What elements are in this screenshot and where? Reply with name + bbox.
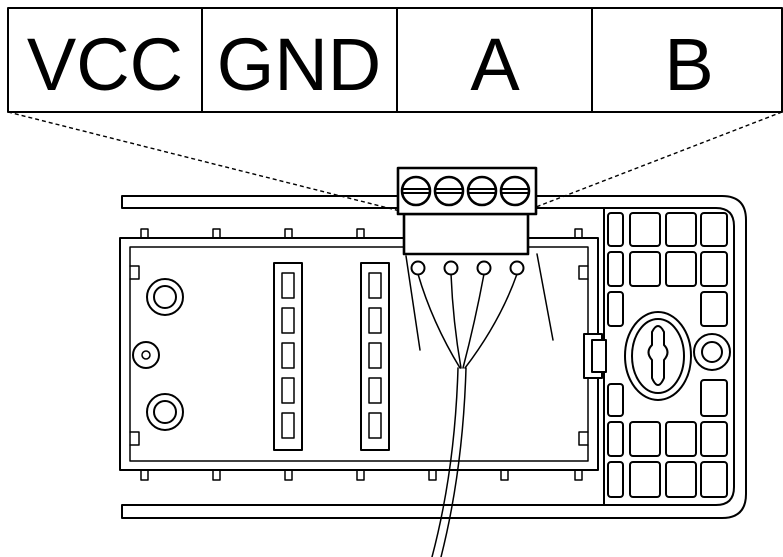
housing-tab-bottom — [140, 469, 149, 481]
grid-cell — [629, 461, 661, 498]
device-enclosure — [119, 195, 747, 519]
housing-notch — [578, 431, 589, 446]
dashed-leader-left — [7, 111, 401, 212]
strip-slot — [281, 307, 295, 334]
mounting-boss-middle — [132, 341, 160, 369]
strip-slot — [368, 377, 382, 404]
label-bar-frame — [7, 7, 783, 113]
housing-tab-bottom — [428, 469, 437, 481]
grid-cell — [607, 421, 624, 457]
keyhole-ring-outer — [624, 311, 692, 401]
strip-slot — [281, 412, 295, 439]
cable-edge — [440, 367, 467, 557]
hanging-hole-ring — [693, 333, 731, 371]
screw-head — [433, 175, 465, 207]
housing-tab-top — [574, 228, 583, 239]
screw-head — [499, 175, 531, 207]
grid-cell — [700, 461, 728, 498]
wire-gnd — [450, 273, 462, 369]
hanging-hole — [701, 341, 723, 363]
strip-slot — [281, 377, 295, 404]
grid-cell — [665, 461, 697, 498]
wire-entry-hole — [509, 260, 525, 276]
grid-cell — [700, 212, 728, 247]
grid-cell — [665, 421, 697, 457]
strip-slot — [368, 307, 382, 334]
strip-slot — [368, 272, 382, 299]
wiring — [405, 253, 554, 557]
grid-cell — [700, 291, 728, 327]
side-connector-inner — [591, 339, 607, 373]
main-housing — [119, 237, 599, 471]
mounting-boss-top — [146, 278, 184, 316]
label-vcc: VCC — [27, 23, 183, 106]
grid-cell — [629, 212, 661, 247]
wire-vcc — [417, 273, 461, 369]
label-b: B — [664, 23, 713, 106]
housing-tab-bottom — [500, 469, 509, 481]
terminal-block-lower — [402, 212, 530, 256]
housing-notch — [578, 265, 589, 280]
terminal-screws — [400, 175, 531, 207]
grid-cell — [629, 251, 661, 287]
enclosure-outline — [121, 195, 747, 519]
wire-entry-hole — [443, 260, 459, 276]
screw-head — [466, 175, 498, 207]
housing-notch — [129, 431, 140, 446]
screw-head — [400, 175, 432, 207]
grid-panel-outline — [603, 207, 735, 506]
housing-tabs — [140, 228, 583, 481]
strip-slot — [281, 342, 295, 369]
mounting-boss-top-hole — [153, 285, 177, 309]
wire-entries — [410, 260, 525, 276]
grid-cell — [607, 212, 624, 247]
label-a: A — [470, 23, 520, 106]
slot-strip — [273, 262, 303, 451]
keyhole-slot — [647, 325, 669, 386]
grid-cell — [607, 383, 624, 417]
grid-cell — [665, 212, 697, 247]
housing-tab-bottom — [284, 469, 293, 481]
wire-a — [462, 273, 485, 369]
dashed-leader-right — [535, 111, 783, 208]
guide-line-left — [405, 255, 421, 351]
housing-tab-top — [212, 228, 221, 239]
keyhole-ring-inner — [631, 318, 685, 394]
grid-cell — [665, 251, 697, 287]
slot-strip — [360, 262, 390, 451]
wire-entry-hole — [410, 260, 426, 276]
slot-strips — [273, 262, 390, 451]
mounting-boss-middle-hole — [141, 350, 151, 360]
housing-tab-bottom — [574, 469, 583, 481]
wire-entry-hole — [476, 260, 492, 276]
grid-cell — [629, 421, 661, 457]
main-housing-inner — [129, 246, 589, 462]
housing-tab-bottom — [212, 469, 221, 481]
grid-cell — [700, 421, 728, 457]
mounting-boss-bottom-hole — [153, 400, 177, 424]
terminal-block — [396, 166, 538, 276]
wire-b — [464, 273, 518, 369]
grid-cell — [700, 251, 728, 287]
housing-tab-bottom — [356, 469, 365, 481]
terminal-label-bar: VCC GND A B — [7, 7, 783, 113]
housing-tab-top — [140, 228, 149, 239]
housing-tab-top — [356, 228, 365, 239]
strip-slot — [281, 272, 295, 299]
strip-slot — [368, 342, 382, 369]
cable-edge — [431, 367, 459, 557]
label-gnd: GND — [217, 23, 381, 106]
guide-line-right — [536, 253, 554, 341]
mounting-grid — [607, 212, 728, 498]
housing-notch — [129, 265, 140, 280]
grid-cell — [607, 291, 624, 327]
mounting-boss-bottom — [146, 393, 184, 431]
grid-cell — [607, 251, 624, 287]
housing-tab-top — [284, 228, 293, 239]
grid-cell — [700, 379, 728, 417]
grid-cell — [607, 461, 624, 498]
strip-slot — [368, 412, 382, 439]
